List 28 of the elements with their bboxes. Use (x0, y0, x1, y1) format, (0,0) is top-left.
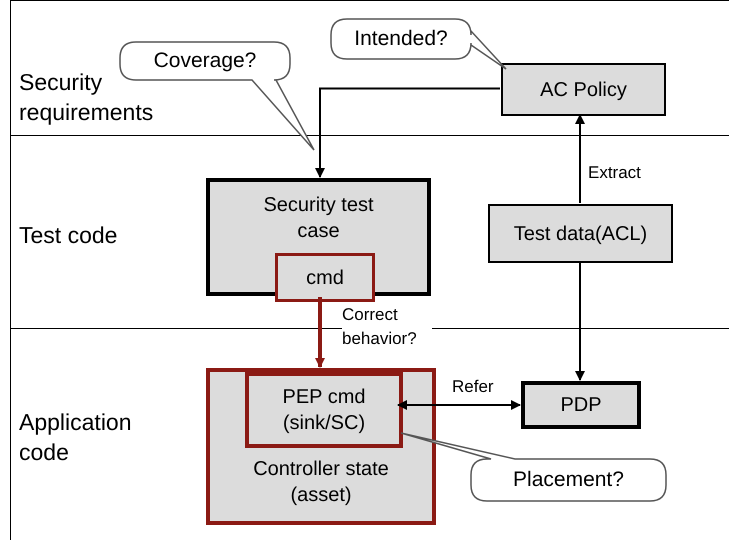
lane-band (10, 135, 729, 328)
box-label: PEP cmd (sink/SC) (282, 385, 366, 436)
process-box (521, 381, 641, 429)
arrow (315, 297, 325, 368)
box-label: Controller state (asset) (252, 457, 390, 508)
container-box (206, 368, 436, 525)
arrow (575, 114, 585, 203)
callout-text: Placement? (512, 467, 625, 493)
arrow (397, 400, 521, 410)
arrow (315, 88, 500, 178)
lane-label: Test code (19, 221, 118, 250)
callout-text: Intended? (353, 26, 449, 52)
box-label: Test data(ACL) (512, 222, 648, 246)
box-label: AC Policy (539, 78, 628, 102)
box-label: PDP (559, 393, 603, 418)
arrow (575, 262, 585, 381)
lane-label: Security requirements (19, 68, 154, 127)
lane-label: Application code (19, 408, 133, 467)
box-label: Security test case (262, 193, 375, 244)
callout-bubble (329, 17, 508, 71)
process-box (275, 253, 375, 302)
process-box (501, 63, 666, 116)
callout-bubble (399, 431, 668, 503)
lane-band (10, 328, 729, 540)
process-box (488, 204, 673, 263)
process-box (245, 372, 403, 448)
box-label: cmd (305, 266, 345, 290)
callout-text: Coverage? (152, 48, 258, 74)
